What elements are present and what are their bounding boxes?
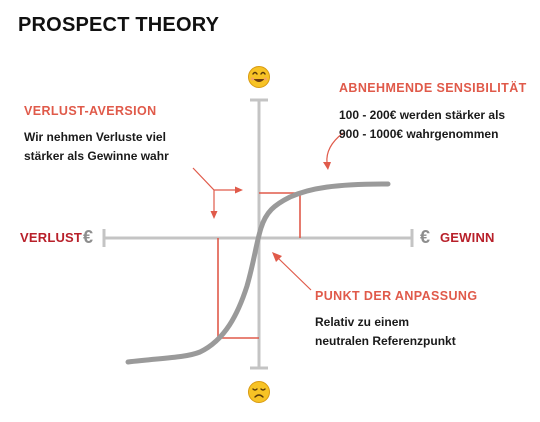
reference-point-line-2: neutralen Referenzpunkt <box>315 334 456 348</box>
page-title: PROSPECT THEORY <box>18 14 220 36</box>
diminishing-sensitivity-line-1: 100 - 200€ werden stärker als <box>339 108 506 122</box>
reference-point-line-1: Relativ zu einem <box>315 315 410 329</box>
loss-axis-label: VERLUST <box>20 230 83 245</box>
loss-aversion-line-2: stärker als Gewinne wahr <box>24 149 169 163</box>
smiling-face-icon <box>248 66 270 88</box>
gain-axis-label: GEWINN <box>440 230 495 245</box>
gain-euro-symbol: € <box>420 227 431 247</box>
diminishing-sensitivity-line-2: 900 - 1000€ wahrgenommen <box>339 127 499 141</box>
loss-aversion-line-1: Wir nehmen Verluste viel <box>24 130 166 144</box>
loss-aversion-arrow-right <box>192 167 243 194</box>
reference-point-arrow <box>272 252 312 291</box>
loss-aversion-arrow-down <box>210 190 218 219</box>
loss-euro-symbol: € <box>83 227 94 247</box>
diminishing-sensitivity-heading: ABNEHMENDE SENSIBILITÄT <box>339 81 527 95</box>
diminishing-sensitivity-arrow <box>323 132 344 170</box>
value-curve <box>125 181 391 365</box>
loss-aversion-heading: VERLUST-AVERSION <box>24 104 157 118</box>
sad-face-icon <box>248 381 270 403</box>
reference-point-heading: PUNKT DER ANPASSUNG <box>315 289 478 303</box>
